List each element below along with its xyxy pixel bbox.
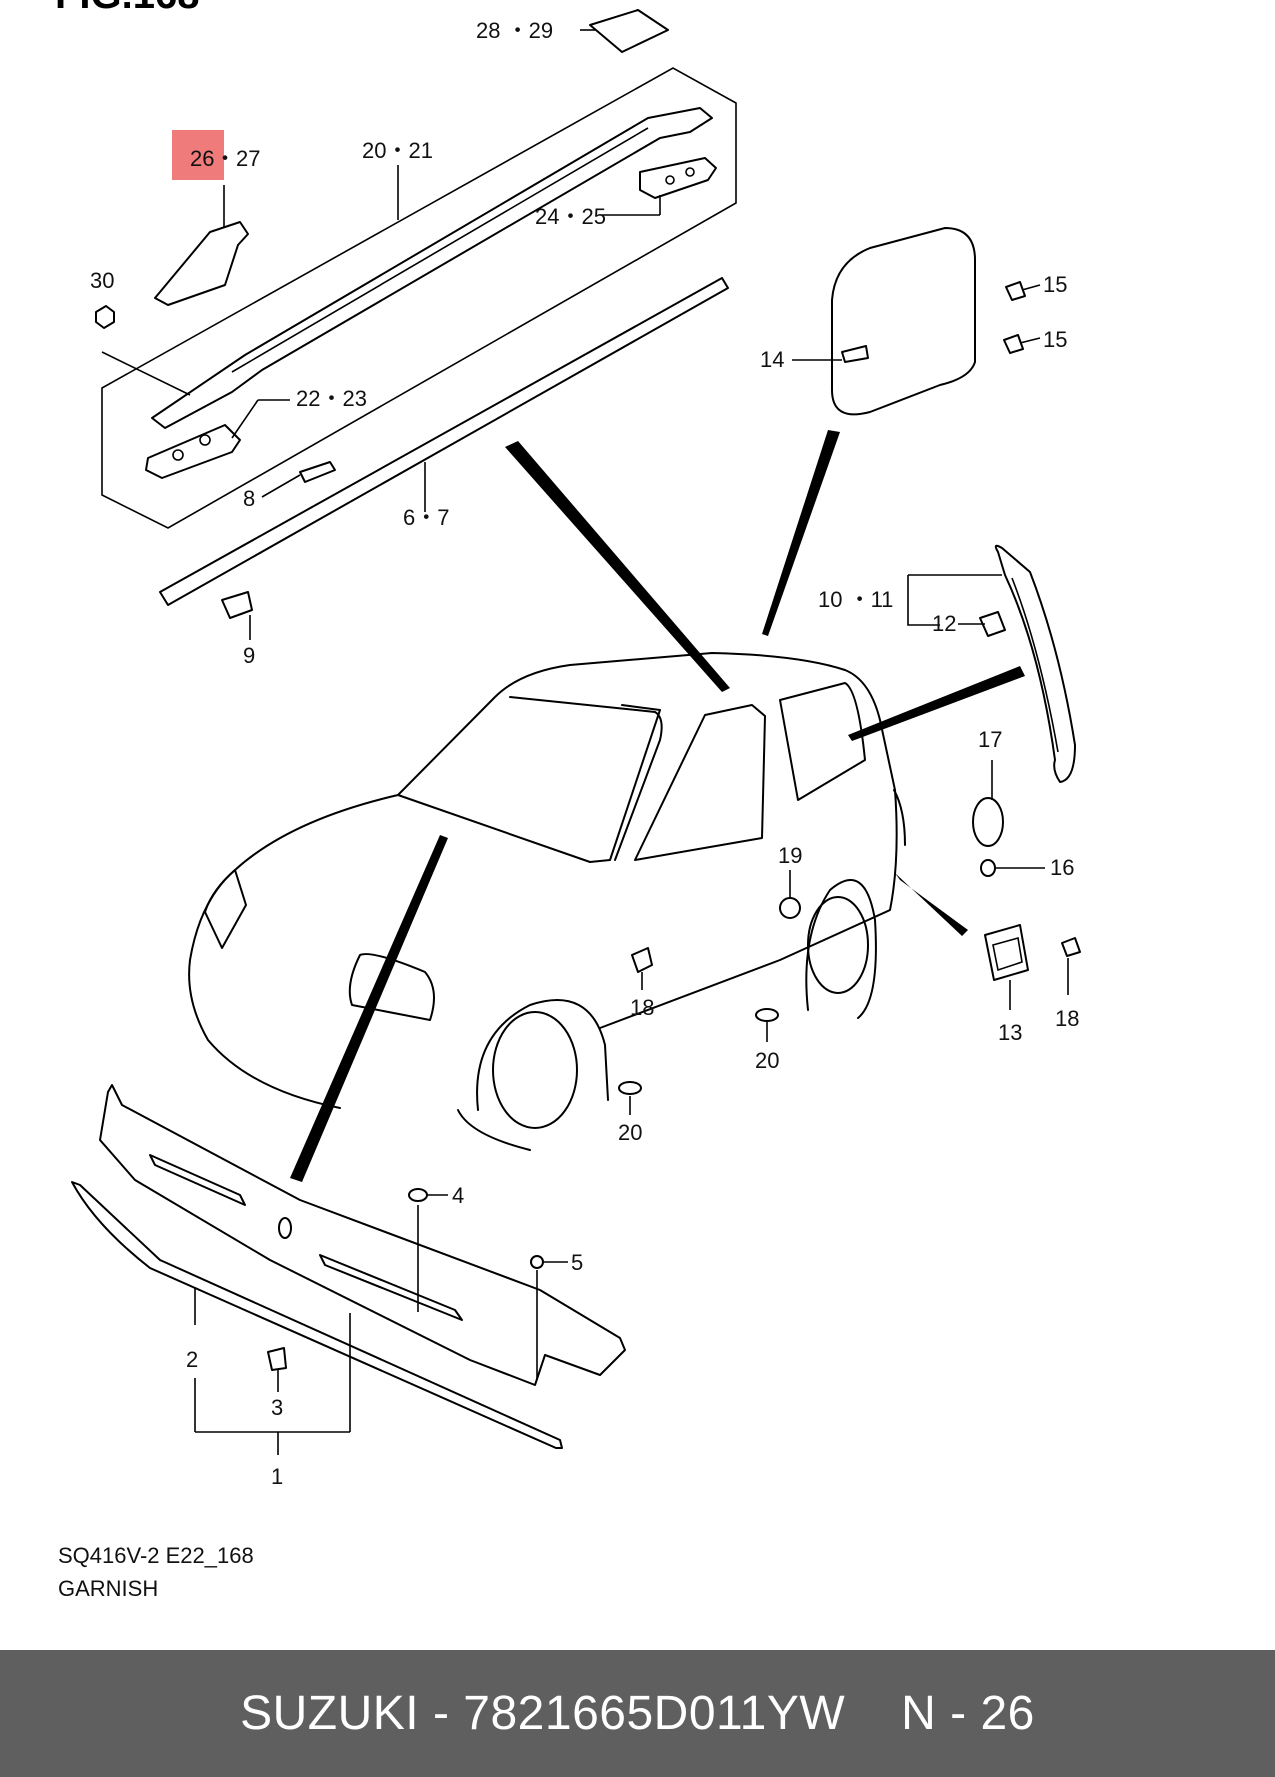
side-molding [159, 277, 729, 640]
callout-3: 3 [271, 1395, 283, 1420]
rear-garnish [907, 544, 1076, 877]
callout-10-11: 10 ・11 [818, 587, 893, 612]
callout-19: 19 [778, 843, 802, 868]
callout-28-29: 28 ・29 [476, 18, 553, 43]
callout-5: 5 [571, 1250, 583, 1275]
clips [618, 870, 1081, 1115]
callout-30: 30 [90, 268, 114, 293]
fuel-lid [792, 227, 1041, 416]
callout-8: 8 [243, 486, 255, 511]
callout-15a: 15 [1043, 272, 1067, 297]
pointer-rear-garnish [848, 666, 1025, 741]
callout-13: 13 [998, 1020, 1022, 1045]
parts-diagram: FIG.168 [55, 0, 1081, 1489]
callout-26: 26 [190, 146, 214, 171]
part-code: 7821665D011YW [463, 1687, 846, 1740]
roof-rail-group [95, 9, 737, 529]
callout-16: 16 [1050, 855, 1074, 880]
callout-12: 12 [932, 611, 956, 636]
callout-2: 2 [186, 1347, 198, 1372]
callout-20a: 20 [755, 1048, 779, 1073]
callout-22-23: 22・23 [296, 386, 367, 411]
callout-4: 4 [452, 1183, 464, 1208]
callout-20b: 20 [618, 1120, 642, 1145]
callout-27: ・27 [214, 146, 260, 171]
callout-17: 17 [978, 727, 1002, 752]
part-footer-bar: SUZUKI - 7821665D011YW N - 26 [0, 1650, 1275, 1777]
callout-18b: 18 [1055, 1006, 1079, 1031]
pointer-roof [505, 441, 730, 692]
part-suffix: N - 26 [901, 1687, 1035, 1740]
pointer-fuel-lid [762, 430, 840, 636]
callout-24-25: 24・25 [535, 204, 606, 229]
callout-9: 9 [243, 643, 255, 668]
pointer-cowl [290, 835, 448, 1182]
callout-1: 1 [271, 1464, 283, 1489]
vehicle-outline [188, 652, 906, 1151]
callout-6-7: 6・7 [403, 505, 449, 530]
footer-separator: - [419, 1687, 464, 1740]
callout-18a: 18 [630, 995, 654, 1020]
cowl-garnish [71, 1084, 626, 1455]
callout-15b: 15 [1043, 327, 1067, 352]
callouts: 26 ・27 28 ・29 20・21 24・25 30 22・23 8 6・7… [90, 18, 1079, 1489]
callout-14: 14 [760, 347, 784, 372]
pointer-vent [895, 873, 968, 936]
callout-20-21: 20・21 [362, 138, 433, 163]
brand-name: SUZUKI [240, 1687, 420, 1740]
figure-title: FIG.168 [55, 0, 200, 17]
highlight-box [172, 130, 224, 180]
diagram-code: SQ416V-2 E22_168 [58, 1543, 254, 1568]
diagram-name: GARNISH [58, 1576, 159, 1601]
